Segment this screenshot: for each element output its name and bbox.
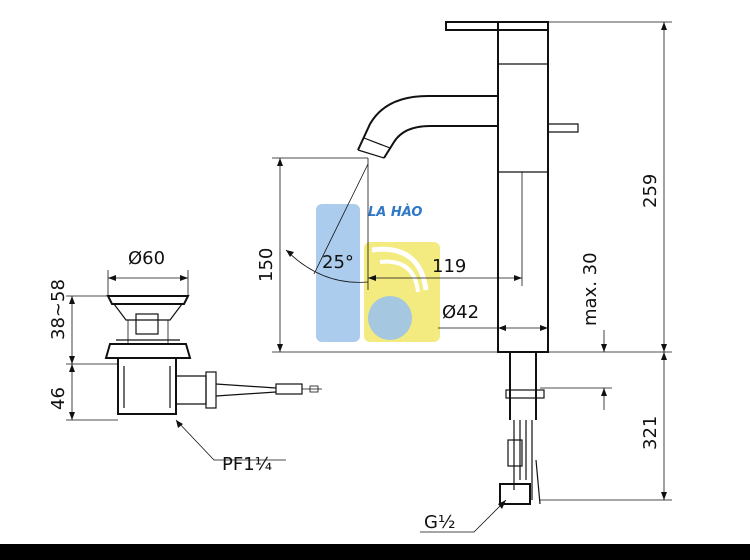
spout-angle-label: 25° [322, 252, 354, 273]
watermark-logo: LA HÀO [316, 204, 440, 342]
drain-dimension-lines [66, 270, 286, 461]
hose-thread-label: G½ [424, 512, 455, 533]
faucet-dimension-lines [272, 21, 672, 533]
drain-thread-label: PF1¼ [222, 454, 272, 475]
total-height-label: 259 [640, 174, 661, 208]
body-diameter-label: Ø42 [442, 302, 479, 323]
max-deck-thickness-label: max. 30 [580, 252, 601, 326]
drain-lower-height-label: 46 [48, 387, 69, 410]
spout-reach-label: 119 [432, 256, 466, 277]
hose-length-label: 321 [640, 416, 661, 450]
drain-height-range-label: 38~58 [48, 279, 69, 340]
footer-bar [0, 544, 750, 560]
drain-diameter-label: Ø60 [128, 248, 165, 269]
faucet-assembly [357, 21, 579, 505]
drain-assembly [104, 295, 322, 415]
spout-height-label: 150 [256, 248, 277, 282]
watermark-text: LA HÀO [368, 204, 422, 220]
